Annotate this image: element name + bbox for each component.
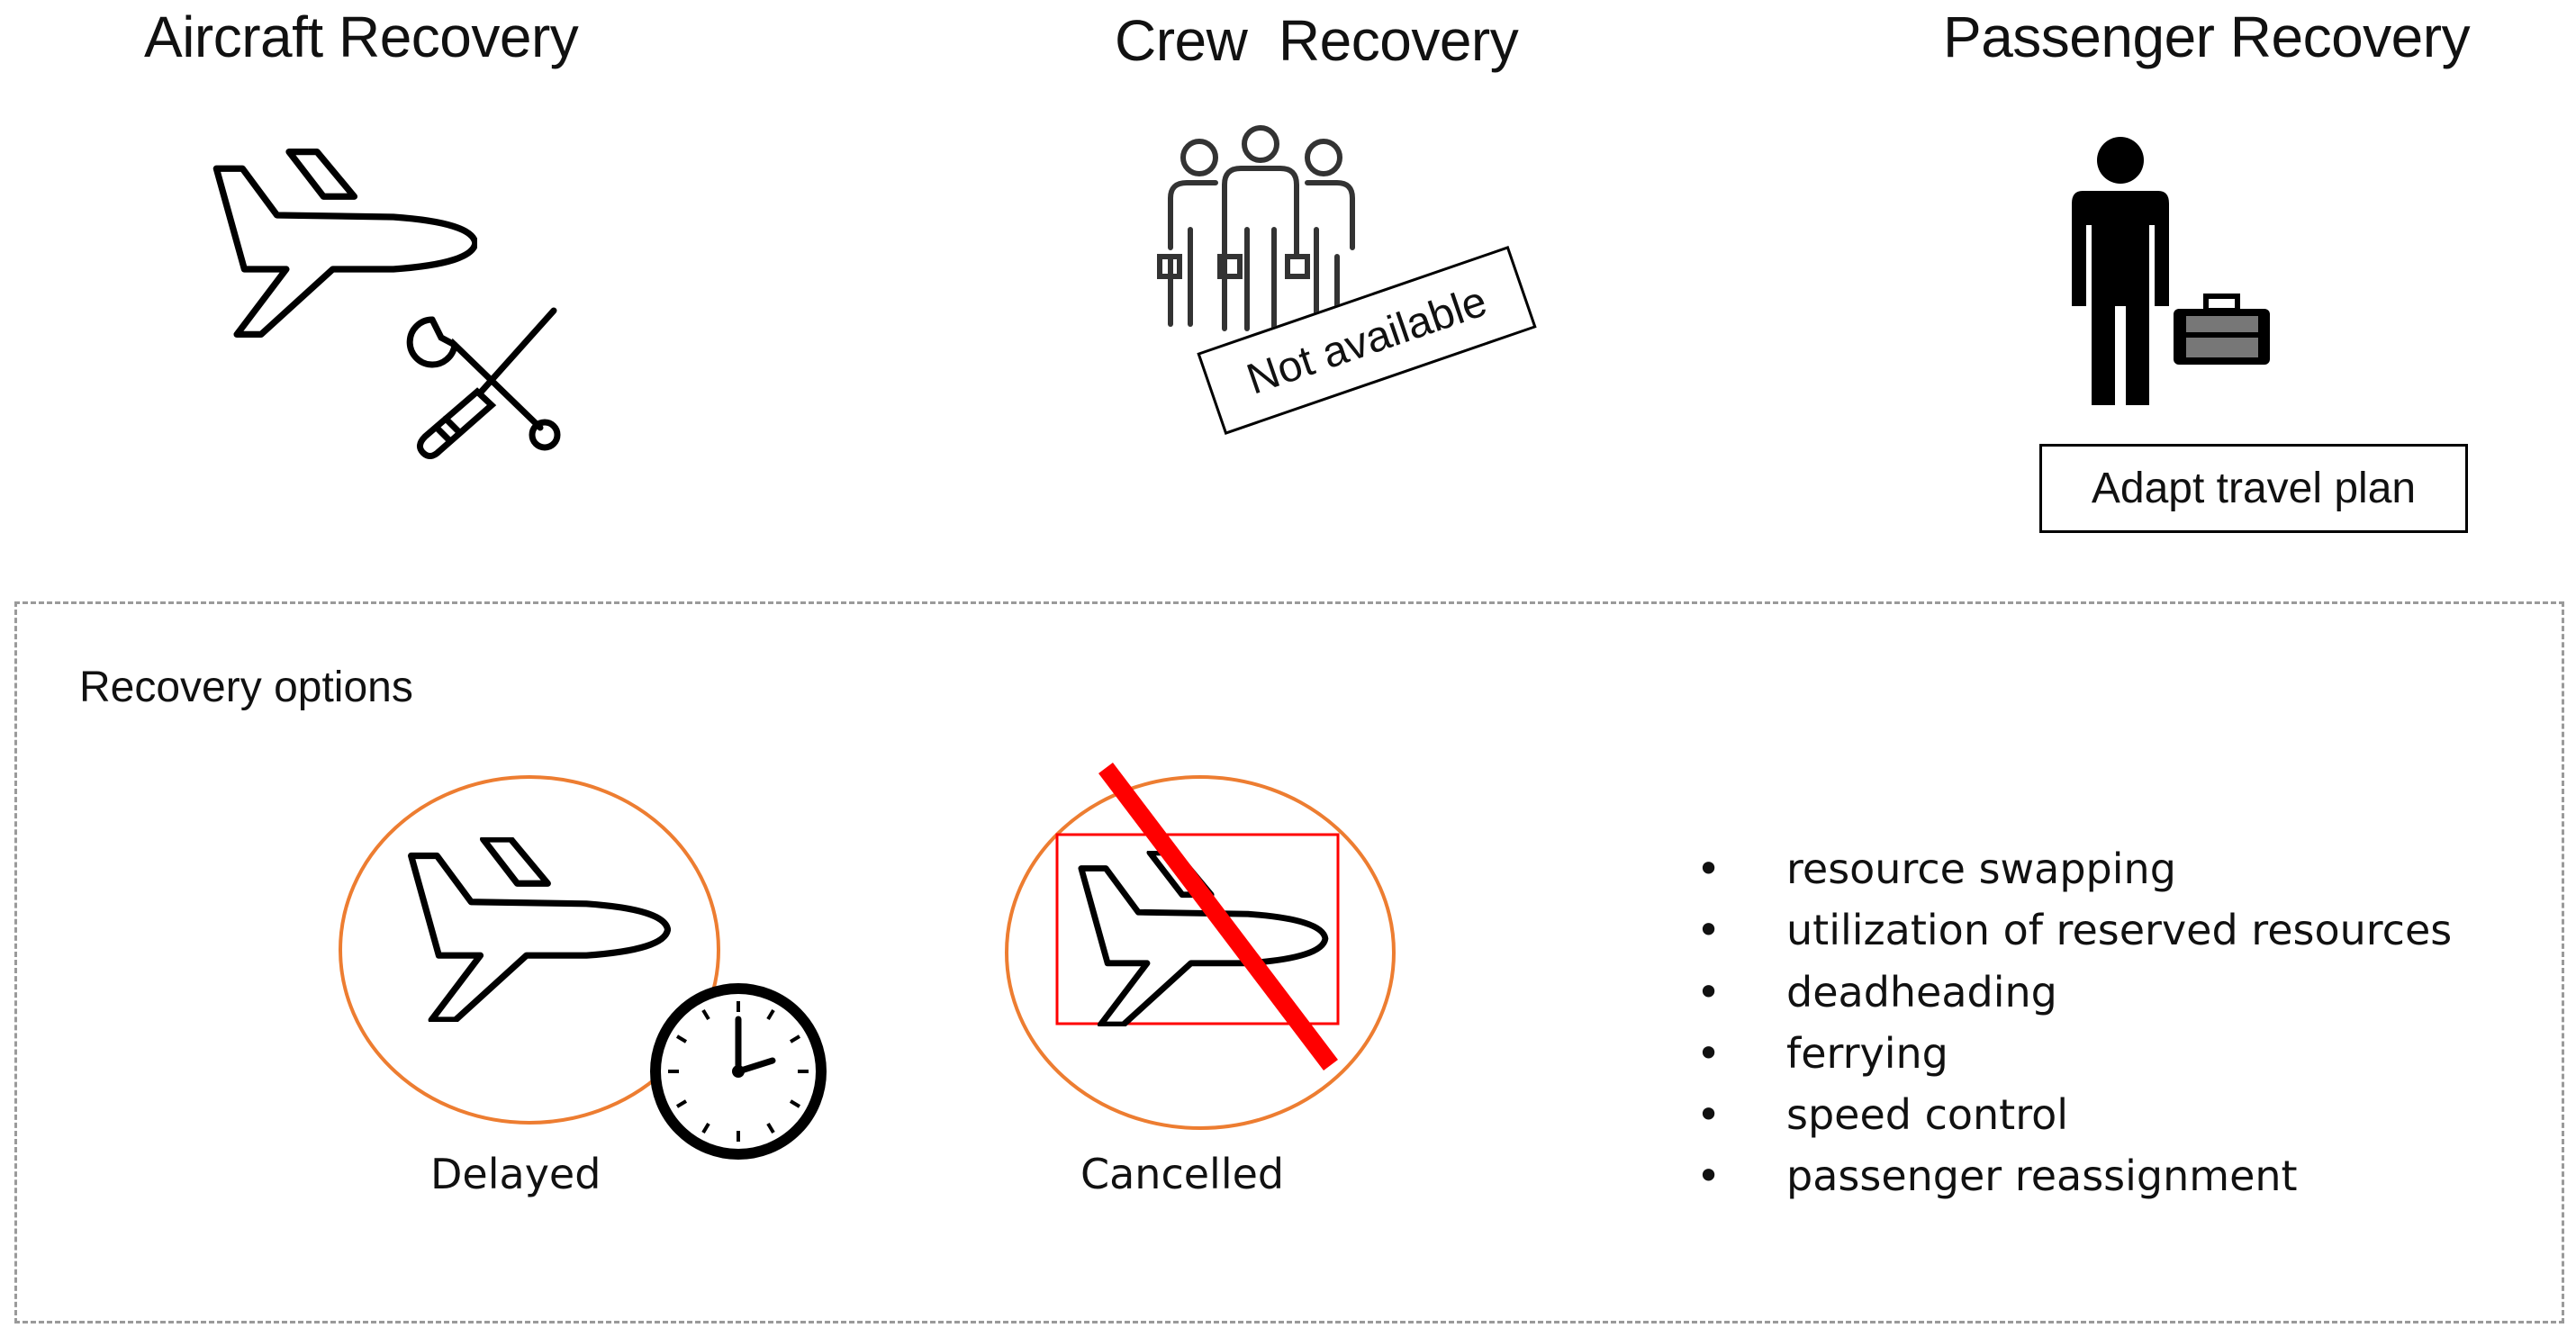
clock-icon [650, 983, 827, 1160]
strike-through-line [1098, 762, 1338, 1071]
recovery-options-title: Recovery options [79, 664, 413, 711]
recovery-options-box [14, 601, 2564, 1323]
crew-icon [1157, 125, 1355, 331]
delayed-circle [339, 775, 720, 1125]
airplane-icon [401, 837, 671, 1022]
cancelled-label: Cancelled [1080, 1150, 1285, 1198]
delayed-label: Delayed [430, 1150, 601, 1198]
crew-recovery-title: Crew Recovery [1115, 8, 1519, 73]
recovery-options-list: •resource swapping •utilization of reser… [1696, 845, 2453, 1200]
cancelled-frame [1055, 833, 1340, 1025]
suitcase-icon [2174, 294, 2270, 365]
adapt-travel-plan-label: Adapt travel plan [2039, 444, 2468, 533]
passenger-recovery-title: Passenger Recovery [1943, 5, 2471, 69]
aircraft-recovery-title: Aircraft Recovery [144, 5, 579, 69]
passenger-icon [2072, 137, 2169, 405]
cancelled-circle [1005, 775, 1396, 1130]
wrench-screwdriver-icon [406, 307, 561, 459]
